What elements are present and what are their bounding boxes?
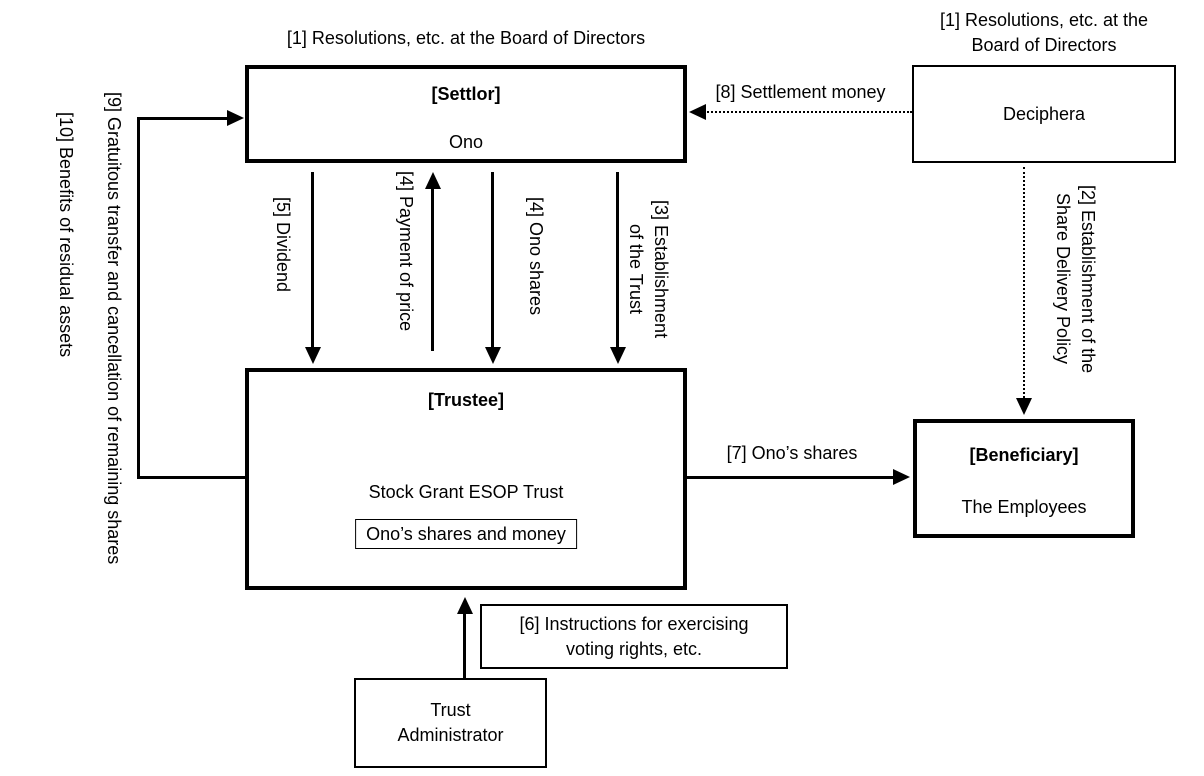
trustee-role: [Trustee] (427, 390, 505, 410)
onos-shares-arrowhead (893, 469, 910, 485)
beneficiary-box: [Beneficiary] The Employees (913, 419, 1135, 538)
residual-loop-vertical-line (137, 117, 140, 479)
trust-administrator-line1: Trust (430, 700, 471, 720)
deciphera-box: Deciphera (912, 65, 1176, 163)
trustee-name: Stock Grant ESOP Trust (368, 482, 564, 502)
trust-administrator-line2: Administrator (397, 725, 504, 745)
dividend-arrowhead (305, 347, 321, 364)
establishment-arrow-line (616, 172, 619, 348)
voting-instructions-box: [6] Instructions for exercising voting r… (480, 604, 788, 669)
voting-instructions-arrowhead (457, 597, 473, 614)
voting-instructions-arrow-line (463, 613, 466, 678)
ono-shares-arrowhead (485, 347, 501, 364)
voting-instructions-line2: voting rights, etc. (565, 638, 703, 659)
label-board-resolutions-top: [1] Resolutions, etc. at the Board of Di… (286, 28, 646, 48)
settlor-box: [Settlor] Ono (245, 65, 687, 163)
label-establishment-of-trust-line1: [3] Establishment (651, 199, 671, 339)
beneficiary-name: The Employees (961, 497, 1087, 517)
share-delivery-arrowhead (1016, 398, 1032, 415)
label-board-resolutions-right-line2: Board of Directors (971, 35, 1117, 55)
label-ono-shares: [4] Ono shares (526, 197, 546, 316)
residual-loop-bottom-line (137, 476, 245, 479)
establishment-arrowhead (610, 347, 626, 364)
settlement-money-arrow-line (704, 111, 912, 113)
trustee-box: [Trustee] Stock Grant ESOP Trust Ono’s s… (245, 368, 687, 590)
voting-instructions-line1: [6] Instructions for exercising (519, 613, 749, 634)
trust-administrator-box: Trust Administrator (354, 678, 547, 768)
payment-of-price-arrowhead (425, 172, 441, 189)
label-share-delivery-policy-line1: [2] Establishment of the (1078, 184, 1098, 374)
label-establishment-of-trust: [3] Establishment of the Trust (623, 183, 673, 355)
residual-loop-arrowhead (227, 110, 244, 126)
deciphera-name: Deciphera (1002, 103, 1086, 124)
label-share-delivery-policy: [2] Establishment of the Share Delivery … (1050, 170, 1100, 388)
dividend-arrow-line (311, 172, 314, 348)
settlor-name: Ono (448, 132, 484, 152)
label-board-resolutions-right-line1: [1] Resolutions, etc. at the (939, 10, 1149, 30)
settlement-money-arrowhead (689, 104, 706, 120)
label-board-resolutions-right: [1] Resolutions, etc. at the Board of Di… (912, 8, 1176, 58)
onos-shares-arrow-line (687, 476, 894, 479)
trustee-holdings-box: Ono’s shares and money (355, 519, 577, 549)
label-residual-assets: [10] Benefits of residual assets (56, 112, 76, 358)
label-share-delivery-policy-line2: Share Delivery Policy (1053, 193, 1073, 365)
label-establishment-of-trust-line2: of the Trust (626, 223, 646, 315)
ono-shares-arrow-line (491, 172, 494, 348)
payment-of-price-arrow-line (431, 188, 434, 351)
label-settlement-money: [8] Settlement money (715, 82, 886, 102)
beneficiary-role: [Beneficiary] (969, 445, 1079, 465)
label-gratuitous-transfer: [9] Gratuitous transfer and cancellation… (104, 92, 124, 565)
label-onos-shares: [7] Ono’s shares (726, 443, 858, 463)
settlor-role: [Settlor] (431, 84, 501, 104)
label-dividend: [5] Dividend (273, 197, 293, 293)
label-payment-of-price: [4] Payment of price (396, 171, 416, 332)
share-delivery-arrow-line (1023, 167, 1025, 398)
residual-loop-top-line (137, 117, 228, 120)
